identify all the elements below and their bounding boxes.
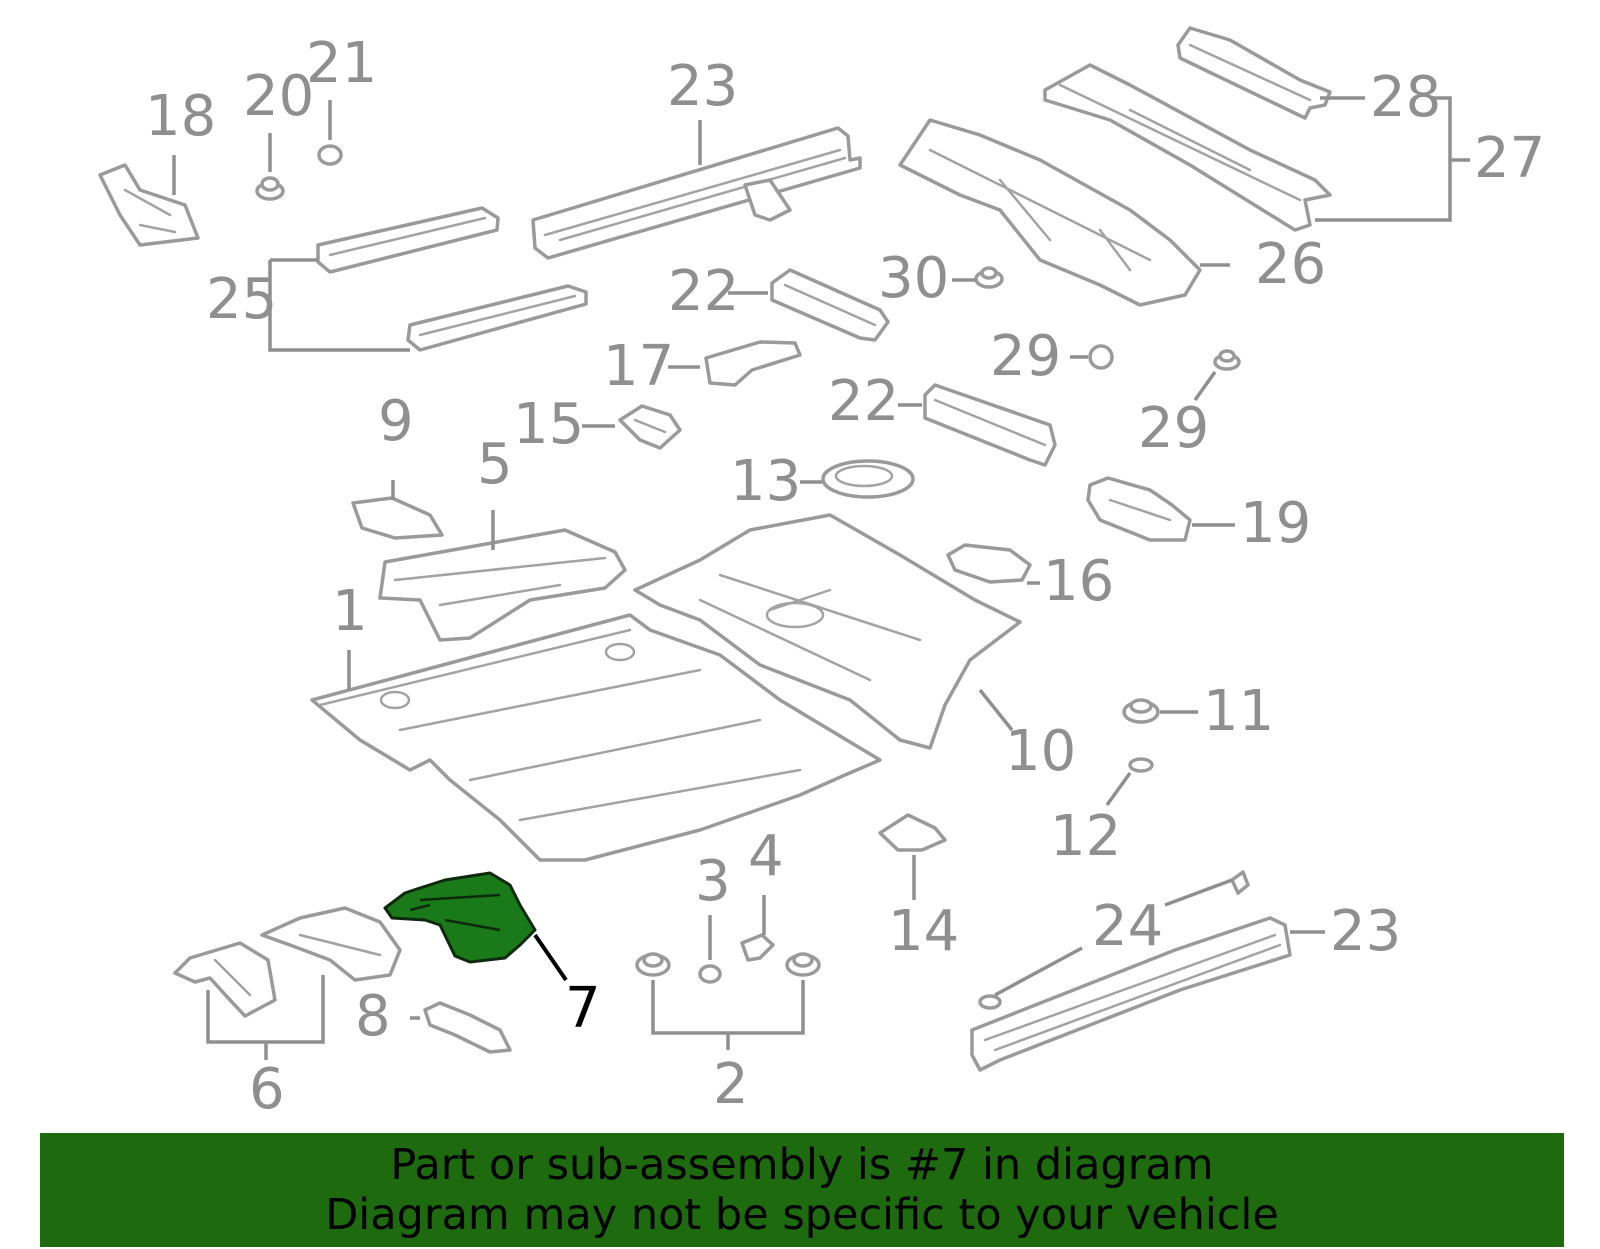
callout-12[interactable]: 12 — [1050, 804, 1121, 869]
callout-29-b[interactable]: 29 — [1138, 396, 1209, 461]
part-30-clip[interactable] — [974, 266, 1004, 289]
part-26-side-member[interactable] — [898, 118, 1202, 307]
callout-14[interactable]: 14 — [888, 899, 959, 964]
part-10-rear-floor-pan[interactable] — [633, 513, 1022, 750]
banner-line-part: Part or sub-assembly is #7 in diagram — [390, 1140, 1214, 1190]
callout-22-lower[interactable]: 22 — [828, 369, 899, 434]
callout-4[interactable]: 4 — [748, 824, 784, 889]
part-6-wheel-house-right[interactable] — [260, 906, 402, 982]
callout-21[interactable]: 21 — [306, 31, 377, 96]
part-28-reinforcement[interactable] — [1176, 26, 1332, 120]
part-24-plug-b[interactable] — [978, 994, 1002, 1010]
info-banner: Part or sub-assembly is #7 in diagram Di… — [40, 1133, 1564, 1247]
part-14-bracket[interactable] — [878, 813, 947, 852]
callout-7-highlighted[interactable]: 7 — [565, 976, 601, 1041]
callout-6[interactable]: 6 — [249, 1057, 285, 1122]
callout-5[interactable]: 5 — [477, 432, 513, 497]
part-29-nut-a[interactable] — [1088, 344, 1114, 370]
part-25-rail-upper[interactable] — [316, 206, 500, 274]
part-24-plug-a[interactable] — [1230, 870, 1250, 895]
part-11-grommet[interactable] — [1122, 698, 1160, 724]
callout-10[interactable]: 10 — [1005, 719, 1076, 784]
part-9-bracket[interactable] — [351, 496, 444, 540]
part-22-bracket-lower[interactable] — [923, 383, 1057, 467]
callout-27[interactable]: 27 — [1474, 126, 1545, 191]
callout-16[interactable]: 16 — [1043, 549, 1114, 614]
callout-28[interactable]: 28 — [1370, 65, 1441, 130]
callout-19[interactable]: 19 — [1240, 491, 1311, 556]
leader-lines — [172, 96, 1470, 1060]
part-13-plate[interactable] — [821, 459, 915, 499]
part-6-wheel-house-left[interactable] — [173, 941, 277, 1018]
callout-25[interactable]: 25 — [206, 267, 277, 332]
part-19-bracket[interactable] — [1086, 476, 1192, 542]
parts-diagram: 18 20 21 25 23 22 30 26 28 27 29 29 22 1… — [98, 26, 1545, 1122]
part-23-rail-upper[interactable] — [531, 126, 862, 260]
callout-22-upper[interactable]: 22 — [668, 259, 739, 324]
callout-20[interactable]: 20 — [243, 64, 314, 129]
part-22-bracket-upper[interactable] — [770, 268, 890, 342]
callout-8[interactable]: 8 — [355, 984, 391, 1049]
part-21-plug[interactable] — [317, 144, 343, 166]
part-29-nut-b[interactable] — [1213, 349, 1241, 371]
callout-23-upper[interactable]: 23 — [667, 54, 738, 119]
callout-1[interactable]: 1 — [332, 579, 368, 644]
callout-23-lower[interactable]: 23 — [1330, 899, 1401, 964]
callout-labels: 18 20 21 25 23 22 30 26 28 27 29 29 22 1… — [145, 31, 1545, 1122]
part-23-rocker-lower[interactable] — [970, 916, 1292, 1072]
part-17-support[interactable] — [704, 340, 802, 387]
callout-2[interactable]: 2 — [713, 1052, 749, 1117]
part-12-ring[interactable] — [1128, 757, 1154, 773]
callout-17[interactable]: 17 — [603, 334, 674, 399]
callout-18[interactable]: 18 — [145, 84, 216, 149]
callout-29-a[interactable]: 29 — [990, 324, 1061, 389]
part-1-front-floor-pan[interactable] — [310, 613, 882, 862]
part-18-bracket[interactable] — [98, 163, 200, 247]
callout-15[interactable]: 15 — [513, 392, 584, 457]
part-27-cross-member[interactable] — [1043, 63, 1332, 232]
part-4-plug[interactable] — [740, 933, 775, 962]
callout-26[interactable]: 26 — [1255, 232, 1326, 297]
part-16-bracket[interactable] — [946, 543, 1032, 584]
part-20-grommet[interactable] — [255, 176, 285, 201]
callout-24[interactable]: 24 — [1092, 894, 1163, 959]
leader-line-7 — [533, 933, 568, 982]
banner-line-disclaimer: Diagram may not be specific to your vehi… — [325, 1190, 1279, 1240]
part-2-plug-right[interactable] — [785, 952, 821, 977]
callout-3[interactable]: 3 — [695, 849, 731, 914]
part-7-highlighted[interactable] — [383, 871, 537, 964]
part-15-bracket[interactable] — [618, 404, 682, 450]
callout-9[interactable]: 9 — [378, 389, 414, 454]
part-5-crossmember[interactable] — [378, 528, 627, 642]
part-3-plug[interactable] — [698, 964, 722, 984]
part-8-brace[interactable] — [423, 1001, 512, 1054]
part-2-plug-left[interactable] — [635, 952, 671, 977]
callout-30[interactable]: 30 — [878, 246, 949, 311]
callout-11[interactable]: 11 — [1203, 679, 1274, 744]
part-25-rail-lower[interactable] — [406, 284, 588, 352]
callout-13[interactable]: 13 — [730, 449, 801, 514]
